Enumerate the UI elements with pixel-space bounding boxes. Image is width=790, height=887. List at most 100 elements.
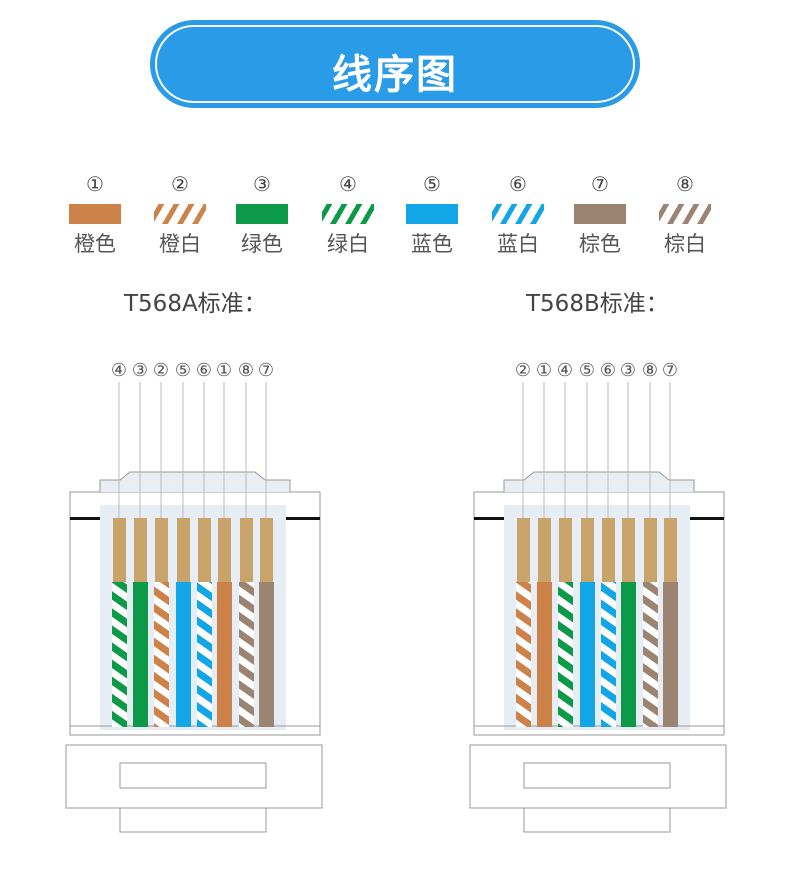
pin-label: ⑧: [642, 360, 658, 381]
gold-contact: [622, 518, 635, 582]
legend-number: ⑥: [509, 172, 527, 196]
gold-contact: [260, 518, 273, 582]
gold-contact: [240, 518, 253, 582]
gold-contact: [581, 518, 594, 582]
wire-green: [621, 582, 636, 727]
legend-number: ⑧: [676, 172, 694, 196]
legend-label: 蓝白: [497, 232, 539, 256]
color-swatch: [69, 204, 121, 224]
latch-line: [70, 517, 100, 520]
pin-label: ⑦: [258, 360, 274, 381]
legend-item: ① 橙色: [55, 172, 135, 258]
pin-label: ④: [111, 360, 127, 381]
gold-contact: [664, 518, 677, 582]
wire-blue: [580, 582, 595, 727]
latch-line: [286, 517, 320, 520]
wire-blue-white: [197, 582, 212, 727]
legend-item: ③ 绿色: [222, 172, 302, 258]
banner-outline: [155, 25, 635, 103]
wire-green: [133, 582, 148, 727]
gold-contact: [602, 518, 615, 582]
wire-orange-white: [154, 582, 169, 727]
legend-number: ②: [171, 172, 189, 196]
base-window: [523, 762, 671, 789]
base-tab: [523, 807, 671, 833]
pin-label: ⑤: [175, 360, 191, 381]
legend-label: 绿白: [327, 232, 369, 256]
pin-label: ③: [132, 360, 148, 381]
wire-brown-white: [643, 582, 658, 727]
legend-number: ①: [86, 172, 104, 196]
pin-label: ⑧: [238, 360, 254, 381]
legend-item: ⑤ 蓝色: [392, 172, 472, 258]
gold-contact: [177, 518, 190, 582]
wire-brown: [663, 582, 678, 727]
title-banner: 线序图: [150, 20, 640, 108]
color-swatch: [574, 204, 626, 224]
color-swatch: [236, 204, 288, 224]
wire-orange: [537, 582, 552, 727]
color-swatch: [154, 204, 206, 224]
wire-brown-white: [239, 582, 254, 727]
gold-contact: [218, 518, 231, 582]
legend-item: ④ 绿白: [308, 172, 388, 258]
legend-number: ④: [339, 172, 357, 196]
wire-green-white: [558, 582, 573, 727]
wire-brown: [259, 582, 274, 727]
legend-number: ⑤: [423, 172, 441, 196]
legend-number: ⑦: [591, 172, 609, 196]
gold-contact: [198, 518, 211, 582]
latch-line: [474, 517, 504, 520]
legend-label: 蓝色: [411, 232, 453, 256]
wire-green-white: [112, 582, 127, 727]
connector-cap: [99, 471, 291, 492]
wire-blue-white: [601, 582, 616, 727]
pin-label: ③: [620, 360, 636, 381]
pin-label: ①: [216, 360, 232, 381]
pin-label: ④: [557, 360, 573, 381]
connector-inner-panel: [504, 505, 690, 730]
gold-contact: [155, 518, 168, 582]
legend-item: ⑧ 棕白: [645, 172, 725, 258]
legend-number: ③: [253, 172, 271, 196]
legend-label: 橙白: [159, 232, 201, 256]
pin-label: ⑤: [579, 360, 595, 381]
pin-label: ②: [153, 360, 169, 381]
color-swatch: [659, 204, 711, 224]
legend-item: ② 橙白: [140, 172, 220, 258]
pin-label: ⑥: [196, 360, 212, 381]
connector-cap: [503, 471, 695, 492]
gold-contact: [538, 518, 551, 582]
wire-orange-white: [516, 582, 531, 727]
connector-inner-panel: [100, 505, 286, 730]
pin-label: ⑦: [662, 360, 678, 381]
wire-orange: [217, 582, 232, 727]
base-window: [119, 762, 267, 789]
color-swatch: [406, 204, 458, 224]
gold-contact: [134, 518, 147, 582]
legend-label: 棕色: [579, 232, 621, 256]
t568b-title: T568B标准：: [526, 291, 669, 317]
legend-label: 橙色: [74, 232, 116, 256]
legend-item: ⑥ 蓝白: [478, 172, 558, 258]
color-swatch: [492, 204, 544, 224]
page-title: 线序图: [332, 52, 458, 98]
gold-contact: [644, 518, 657, 582]
pin-label: ②: [515, 360, 531, 381]
color-swatch: [322, 204, 374, 224]
wire-blue: [176, 582, 191, 727]
pin-label: ⑥: [600, 360, 616, 381]
base-tab: [119, 807, 267, 833]
gold-contact: [517, 518, 530, 582]
t568a-title: T568A标准：: [124, 291, 267, 317]
gold-contact: [559, 518, 572, 582]
legend-label: 棕白: [664, 232, 706, 256]
latch-line: [690, 517, 724, 520]
legend-label: 绿色: [241, 232, 283, 256]
gold-contact: [113, 518, 126, 582]
pin-label: ①: [536, 360, 552, 381]
